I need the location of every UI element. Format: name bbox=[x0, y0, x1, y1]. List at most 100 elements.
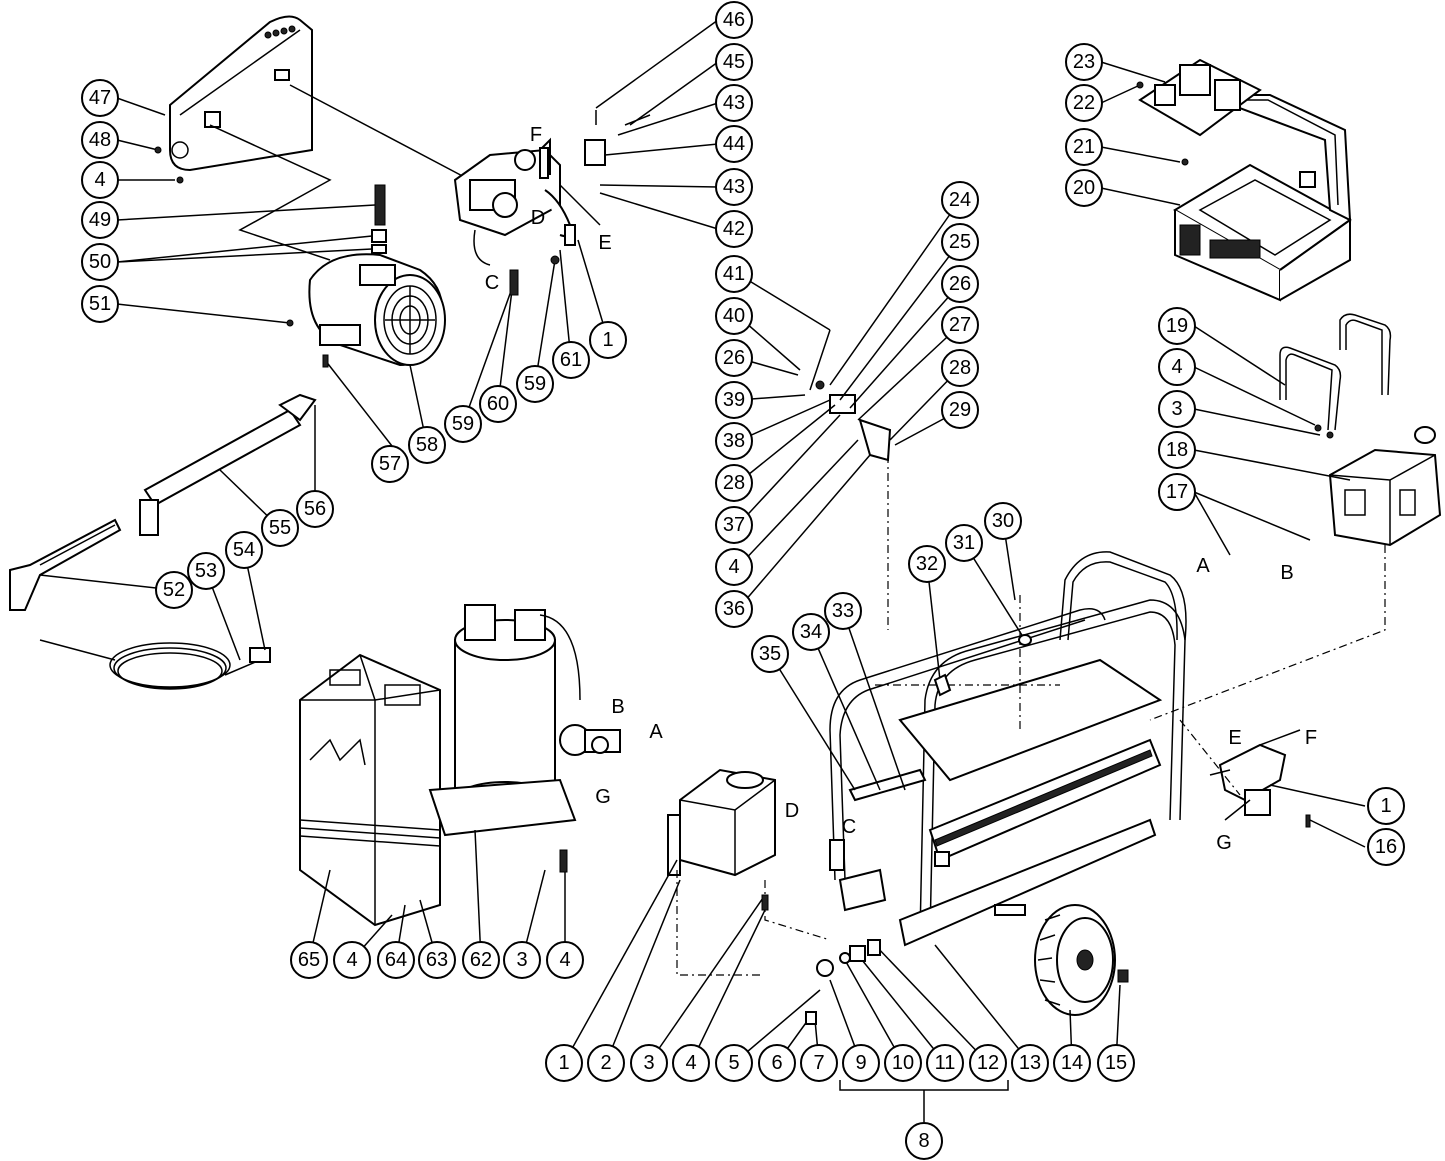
callout-circle bbox=[155, 571, 193, 609]
callout-c11: 11 bbox=[926, 1044, 964, 1082]
callout-circle bbox=[1011, 1044, 1049, 1082]
float-tank bbox=[667, 768, 776, 877]
callout-c41: 41 bbox=[715, 255, 753, 293]
callout-circle bbox=[1367, 787, 1405, 825]
callout-number: 28 bbox=[723, 472, 745, 494]
callout-circle bbox=[1065, 169, 1103, 207]
pump-assembly bbox=[453, 137, 606, 266]
callout-number: 30 bbox=[992, 510, 1014, 532]
callout-number: 37 bbox=[723, 514, 745, 536]
callout-circle bbox=[479, 385, 517, 423]
callout-circle bbox=[715, 297, 753, 335]
callout-circle bbox=[1065, 43, 1103, 81]
callout-circle bbox=[1053, 1044, 1091, 1082]
callout-number: 19 bbox=[1166, 315, 1188, 337]
leader-lines bbox=[39, 19, 1366, 1122]
connection-letter: C bbox=[485, 272, 499, 294]
fuel-tank bbox=[1328, 426, 1442, 547]
belt-guard-cover bbox=[169, 15, 313, 172]
callout-circle bbox=[715, 590, 753, 628]
callout-number: 59 bbox=[524, 373, 546, 395]
callout-c30: 30 bbox=[984, 502, 1022, 540]
connection-letter: E bbox=[598, 232, 611, 254]
callout-c15: 15 bbox=[1097, 1044, 1135, 1082]
callout-circle bbox=[261, 509, 299, 547]
callout-circle bbox=[418, 941, 456, 979]
callout-circle bbox=[552, 341, 590, 379]
callout-c53: 53 bbox=[187, 552, 225, 590]
callout-number: 34 bbox=[800, 621, 822, 643]
callout-number: 60 bbox=[487, 393, 509, 415]
callout-circle bbox=[444, 405, 482, 443]
callout-c54: 54 bbox=[225, 531, 263, 569]
callout-number: 23 bbox=[1073, 51, 1095, 73]
callout-bubbles: 4645434443424748449505116159605958575655… bbox=[81, 1, 1405, 1160]
callout-number: 35 bbox=[759, 643, 781, 665]
callout-c12: 12 bbox=[969, 1044, 1007, 1082]
frame-cart bbox=[829, 551, 1187, 947]
callout-circle bbox=[715, 1044, 753, 1082]
callout-circle bbox=[715, 339, 753, 377]
callout-number: 1 bbox=[1380, 795, 1391, 817]
callout-number: 4 bbox=[94, 169, 105, 191]
callout-c46: 46 bbox=[715, 1, 753, 39]
connection-letter: F bbox=[1305, 727, 1317, 749]
callout-number: 57 bbox=[379, 453, 401, 475]
callout-c43a: 43 bbox=[715, 84, 753, 122]
callout-number: 1 bbox=[602, 329, 613, 351]
callout-number: 40 bbox=[723, 305, 745, 327]
callout-c56: 56 bbox=[296, 490, 334, 528]
callout-number: 6 bbox=[771, 1052, 782, 1074]
callout-number: 55 bbox=[269, 517, 291, 539]
callout-number: 46 bbox=[723, 9, 745, 31]
callout-number: 5 bbox=[728, 1052, 739, 1074]
callout-c34: 34 bbox=[792, 613, 830, 651]
callout-c33: 33 bbox=[824, 592, 862, 630]
callout-c13: 13 bbox=[1011, 1044, 1049, 1082]
callout-number: 42 bbox=[723, 218, 745, 240]
callout-c58: 58 bbox=[408, 426, 446, 464]
callout-circle bbox=[941, 265, 979, 303]
callout-number: 43 bbox=[723, 92, 745, 114]
callout-number: 4 bbox=[559, 949, 570, 971]
callout-number: 54 bbox=[233, 539, 255, 561]
callout-number: 22 bbox=[1073, 92, 1095, 114]
spray-gun bbox=[9, 518, 122, 611]
callout-number: 26 bbox=[949, 273, 971, 295]
callout-circle bbox=[587, 1044, 625, 1082]
electric-motor bbox=[308, 253, 446, 367]
callout-c23: 23 bbox=[1065, 43, 1103, 81]
callout-c25: 25 bbox=[941, 223, 979, 261]
callout-c42: 42 bbox=[715, 210, 753, 248]
callout-c35: 35 bbox=[751, 635, 789, 673]
callout-circle bbox=[969, 1044, 1007, 1082]
callout-circle bbox=[715, 255, 753, 293]
callout-c1a: 1 bbox=[589, 321, 627, 359]
callout-c4f: 4 bbox=[1158, 348, 1196, 386]
callout-circle bbox=[81, 121, 119, 159]
connection-letter: D bbox=[531, 207, 545, 229]
callout-number: 8 bbox=[918, 1130, 929, 1152]
callout-number: 4 bbox=[346, 949, 357, 971]
callout-c28b: 28 bbox=[941, 349, 979, 387]
callout-number: 45 bbox=[723, 51, 745, 73]
callout-number: 38 bbox=[723, 430, 745, 452]
callout-c6: 6 bbox=[758, 1044, 796, 1082]
callout-circle bbox=[81, 79, 119, 117]
callout-circle bbox=[905, 1122, 943, 1160]
callout-c9: 9 bbox=[842, 1044, 880, 1082]
callout-c62: 62 bbox=[462, 941, 500, 979]
high-pressure-hose bbox=[39, 639, 271, 690]
callout-circle bbox=[589, 321, 627, 359]
callout-number: 4 bbox=[1171, 356, 1182, 378]
callout-number: 2 bbox=[600, 1052, 611, 1074]
callout-circle bbox=[1097, 1044, 1135, 1082]
callout-c26a: 26 bbox=[715, 339, 753, 377]
callout-number: 11 bbox=[935, 1052, 956, 1074]
callout-c64: 64 bbox=[377, 941, 415, 979]
callout-c38: 38 bbox=[715, 422, 753, 460]
unloader-valve-assembly bbox=[1209, 729, 1301, 821]
callout-circle bbox=[751, 635, 789, 673]
